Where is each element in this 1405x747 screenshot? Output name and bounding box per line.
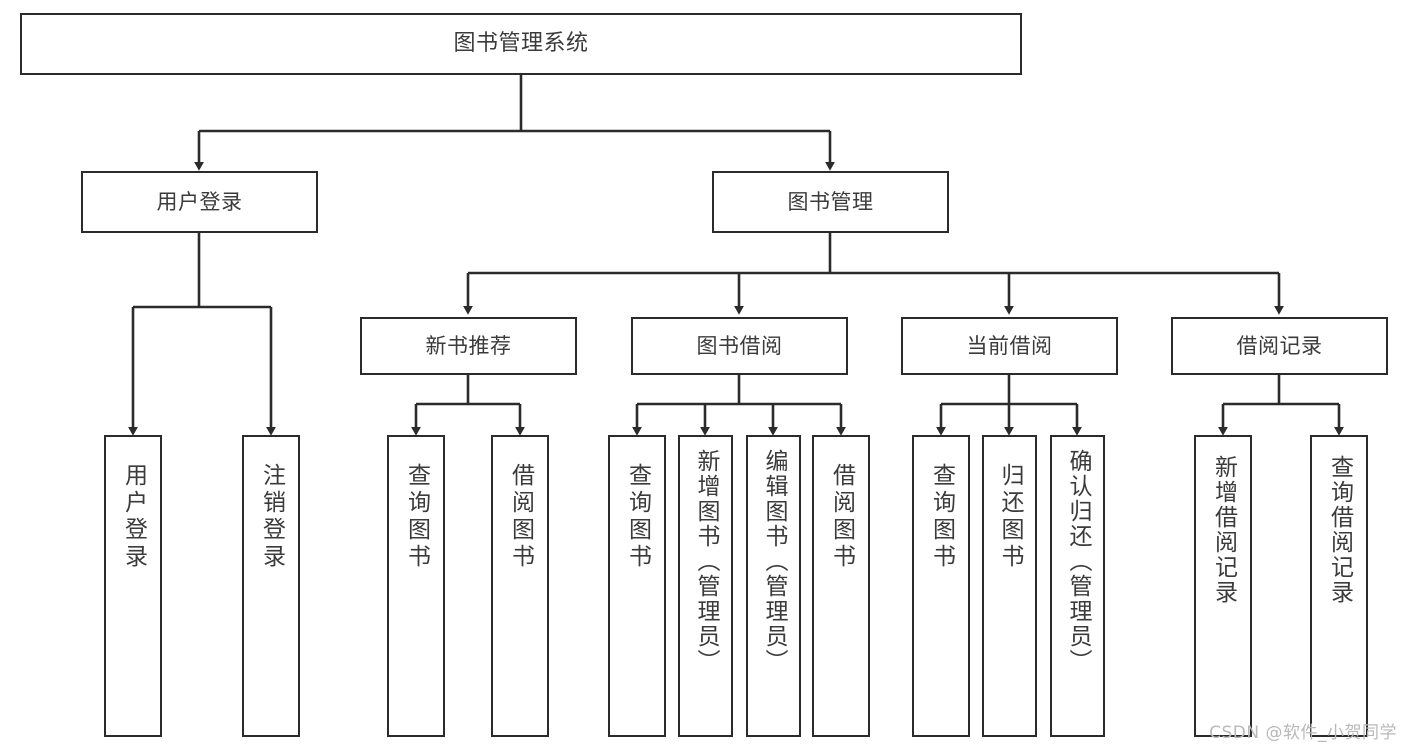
leaf-borrow-book-borrow[interactable]: 借阅图书 (812, 435, 870, 737)
leaf-edit-book-admin[interactable]: 编辑图书（管理员） (746, 435, 801, 737)
csdn-watermark: CSDN @软件_小贺同学 (1209, 723, 1397, 743)
node-label: 图书管理 (787, 189, 874, 214)
node-label: 确认归还（管理员） (1065, 449, 1091, 674)
node-label: 图书借阅 (696, 333, 783, 358)
node-book-borrowing[interactable]: 图书借阅 (631, 317, 848, 375)
node-label: 借阅记录 (1236, 333, 1323, 358)
node-label: 归还图书 (997, 463, 1023, 571)
node-borrowing-record[interactable]: 借阅记录 (1171, 317, 1388, 375)
node-book-management[interactable]: 图书管理 (712, 171, 949, 233)
node-current-borrowing[interactable]: 当前借阅 (901, 317, 1118, 375)
node-user-login[interactable]: 用户登录 (81, 171, 318, 233)
node-label: 新增借阅记录 (1210, 455, 1237, 605)
leaf-return-book[interactable]: 归还图书 (982, 435, 1037, 737)
leaf-query-book-current[interactable]: 查询图书 (912, 435, 970, 737)
node-label: 借阅图书 (828, 463, 855, 571)
leaf-query-book-borrow[interactable]: 查询图书 (608, 435, 666, 737)
leaf-add-borrow-record[interactable]: 新增借阅记录 (1194, 435, 1252, 737)
node-label: 查询借阅记录 (1326, 455, 1353, 605)
leaf-add-book-admin[interactable]: 新增图书（管理员） (678, 435, 733, 737)
leaf-borrow-book-recommend[interactable]: 借阅图书 (491, 435, 549, 737)
node-label: 查询图书 (624, 463, 651, 571)
node-label: 当前借阅 (966, 333, 1053, 358)
node-label: 用户登录 (156, 189, 243, 214)
node-label: 查询图书 (403, 463, 430, 571)
leaf-logout[interactable]: 注销登录 (242, 435, 300, 737)
node-label: 图书管理系统 (453, 31, 589, 57)
node-label: 查询图书 (928, 463, 955, 571)
leaf-confirm-return-admin[interactable]: 确认归还（管理员） (1050, 435, 1105, 737)
node-new-book-recommendation[interactable]: 新书推荐 (360, 317, 577, 375)
leaf-query-borrow-record[interactable]: 查询借阅记录 (1310, 435, 1368, 737)
leaf-query-book-recommend[interactable]: 查询图书 (387, 435, 445, 737)
node-label: 新书推荐 (425, 333, 512, 358)
node-label: 注销登录 (258, 463, 285, 571)
node-label: 编辑图书（管理员） (761, 449, 787, 674)
node-label: 用户登录 (120, 463, 147, 571)
node-label: 借阅图书 (507, 463, 534, 571)
node-root-system[interactable]: 图书管理系统 (20, 13, 1022, 75)
node-label: 新增图书（管理员） (693, 449, 719, 674)
leaf-user-login[interactable]: 用户登录 (104, 435, 162, 737)
